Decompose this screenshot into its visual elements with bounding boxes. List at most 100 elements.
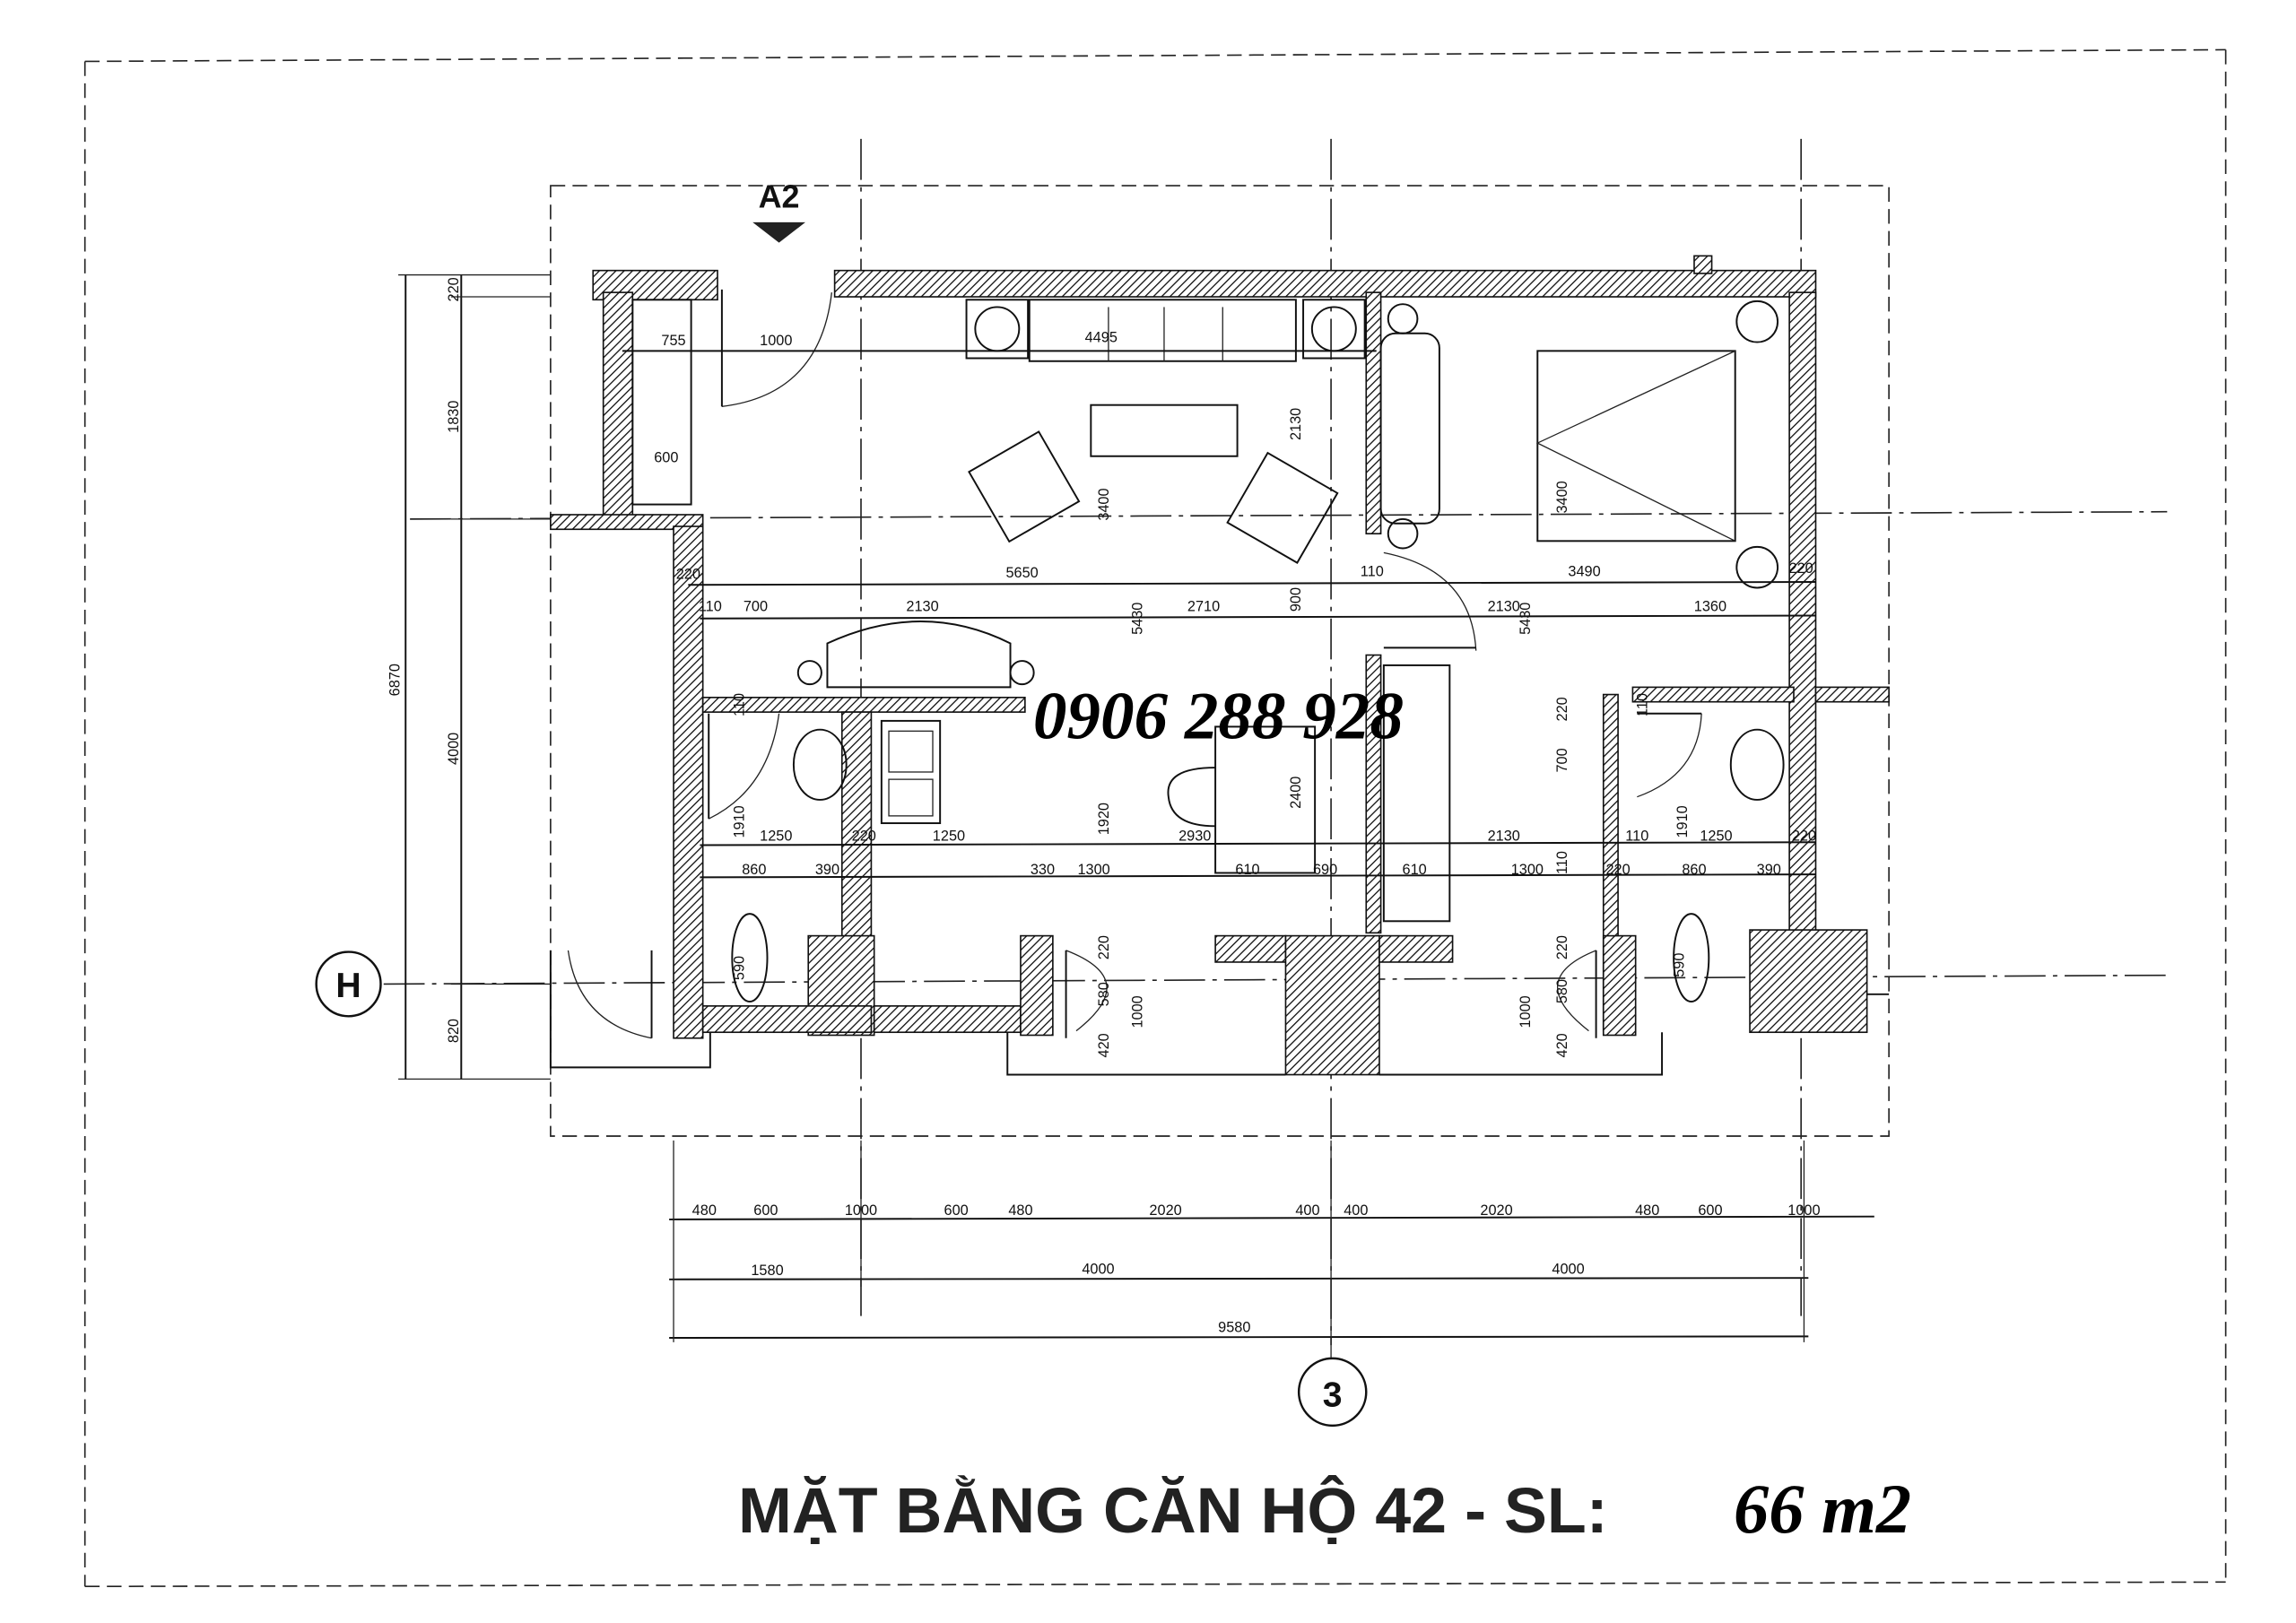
- dimension-lines: [398, 273, 1874, 1367]
- dimension-label: 1910: [1674, 805, 1691, 838]
- unit-boundary: [550, 185, 1890, 1137]
- dimension-label: 480: [1008, 1202, 1032, 1219]
- dimension-label: 1300: [1077, 862, 1109, 878]
- dimension-label: 390: [815, 862, 839, 878]
- dimension-label: 110: [731, 693, 747, 716]
- dimension-label: 220: [852, 829, 876, 845]
- drawing-title: MẶT BẰNG CĂN HỘ 42 - SL: 66 m2: [738, 1470, 1911, 1548]
- sofa: [1028, 299, 1297, 362]
- dimension-label: 580: [1554, 979, 1570, 1003]
- dimension-label: 700: [744, 599, 768, 615]
- dimension-label: 1920: [1096, 803, 1112, 835]
- dimension-label: 3490: [1568, 563, 1600, 579]
- dimension-label: 110: [1554, 851, 1570, 874]
- dimension-label: 420: [1554, 1033, 1570, 1057]
- dimension-label: 480: [1635, 1202, 1659, 1219]
- dimension-label: 220: [1554, 935, 1570, 959]
- dimension-label: 1000: [760, 333, 792, 349]
- watermark-phone: 0906 288 928: [1033, 680, 1404, 754]
- dimension-label: 2130: [1488, 599, 1520, 615]
- dimension-label: 2400: [1288, 777, 1304, 809]
- side-table: [965, 299, 1030, 360]
- dimension-label: 2020: [1480, 1202, 1512, 1219]
- washbasin: [792, 728, 848, 801]
- dimension-label: 590: [731, 956, 747, 980]
- dimension-label: 1000: [1518, 995, 1534, 1028]
- dimension-label: 110: [1361, 563, 1384, 579]
- sheet-border: [83, 48, 2227, 1588]
- dimension-label: 1250: [760, 829, 792, 845]
- section-arrow-icon: [752, 221, 805, 243]
- toilet: [1673, 913, 1710, 1002]
- dimension-label: 610: [1403, 862, 1427, 878]
- dimension-label: 2130: [1488, 829, 1520, 845]
- dimension-label: 5430: [1518, 603, 1534, 635]
- dimension-label: 610: [1235, 862, 1259, 878]
- dimension-label: 900: [1288, 587, 1304, 612]
- dimension-label: 1580: [751, 1263, 783, 1279]
- toilet: [731, 913, 769, 1002]
- section-marker: A2: [752, 179, 805, 243]
- dimension-label: 600: [753, 1202, 778, 1219]
- dimension-label: 580: [1096, 982, 1112, 1006]
- dresser: [1379, 332, 1440, 525]
- dimension-label: 2020: [1149, 1202, 1181, 1219]
- armchair: [1226, 451, 1339, 564]
- section-label: A2: [759, 179, 800, 215]
- dimension-label: 220: [676, 567, 700, 583]
- dimension-label: 220: [1605, 862, 1630, 878]
- dimension-label: 860: [742, 862, 766, 878]
- side-table: [1302, 299, 1366, 360]
- walls: [550, 255, 1890, 1076]
- dimension-label: 330: [1031, 862, 1055, 878]
- dimension-label: 3400: [1096, 488, 1112, 520]
- wardrobe: [1382, 664, 1451, 923]
- dimension-label: 390: [1757, 862, 1781, 878]
- dimension-label: 755: [661, 333, 685, 349]
- dimension-label: 1000: [845, 1202, 877, 1219]
- dimension-label: 1250: [933, 829, 965, 845]
- dimension-label: 220: [1792, 829, 1816, 845]
- dimension-label: 220: [1096, 935, 1112, 959]
- kitchen-sink: [880, 719, 942, 825]
- dimension-total-label: 9580: [1218, 1320, 1250, 1336]
- dimension-label: 700: [1554, 748, 1570, 772]
- dimension-label: 5650: [1005, 565, 1038, 581]
- grid-bubble-h-label: H: [335, 967, 361, 1005]
- grid-bubble-3-label: 3: [1323, 1376, 1343, 1415]
- furniture: [631, 299, 1785, 1002]
- dimension-label: 420: [1096, 1033, 1112, 1057]
- dimension-label: 1000: [1787, 1202, 1820, 1219]
- doors: [567, 289, 1702, 1039]
- corner-sofa: [826, 621, 1012, 689]
- title-text: MẶT BẰNG CĂN HỘ 42 - SL:: [738, 1474, 1608, 1547]
- dimension-label: 2710: [1187, 599, 1220, 615]
- dimension-label: 220: [446, 277, 462, 301]
- dimension-label: 2130: [1288, 408, 1304, 440]
- armchair: [968, 430, 1081, 543]
- dimension-label: 1830: [446, 401, 462, 433]
- dimension-label: 110: [1625, 829, 1648, 845]
- dimension-label: 4000: [1082, 1261, 1114, 1277]
- dimension-label: 860: [1682, 862, 1706, 878]
- dimension-label: 400: [1344, 1202, 1368, 1219]
- dimension-label: 2930: [1178, 829, 1211, 845]
- dimension-label: 820: [446, 1019, 462, 1043]
- dimension-label: 110: [1635, 693, 1651, 716]
- dimension-label: 220: [1554, 697, 1570, 721]
- grid-bubble-3: 3: [1297, 1357, 1368, 1428]
- dimension-label: 600: [654, 449, 678, 465]
- dimension-label: 1910: [731, 805, 747, 838]
- dimension-label: 1300: [1511, 862, 1544, 878]
- dimension-label: 5430: [1129, 603, 1145, 635]
- balconies: [549, 950, 1890, 1076]
- bed: [1536, 350, 1736, 542]
- title-area: 66 m2: [1734, 1470, 1911, 1548]
- dimension-label: 690: [1313, 862, 1337, 878]
- dimension-label: 4495: [1085, 330, 1118, 346]
- dimension-label: 1250: [1700, 829, 1732, 845]
- coffee-table: [1090, 404, 1239, 457]
- washbasin: [1729, 728, 1785, 801]
- dimension-label: 220: [1789, 560, 1813, 577]
